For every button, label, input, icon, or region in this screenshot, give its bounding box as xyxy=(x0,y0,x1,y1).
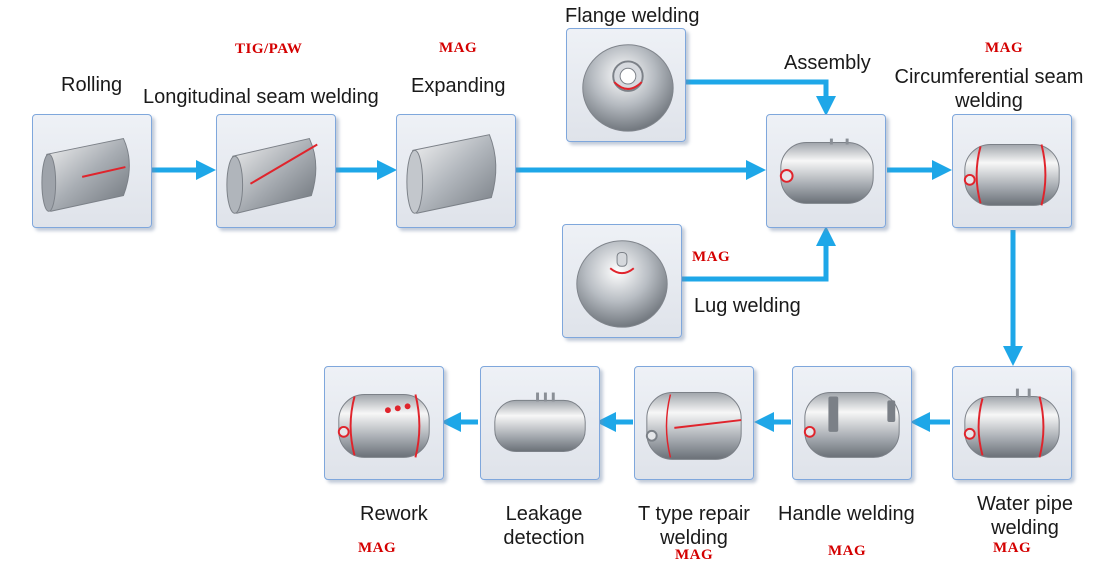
arrow-flange-to-assembly xyxy=(686,79,836,116)
label-leakage-detection: Leakage detection xyxy=(484,502,604,550)
label-lug-welding: Lug welding xyxy=(694,295,801,317)
label-leakage-line1: Leakage xyxy=(505,503,583,525)
rolling-image xyxy=(32,114,152,228)
process-handle: MAG xyxy=(828,543,867,559)
leakage-image xyxy=(480,366,600,480)
process-lug: MAG xyxy=(692,249,731,265)
lug-image xyxy=(562,224,682,338)
water-pipe-image xyxy=(952,366,1072,480)
label-rework: Rework xyxy=(360,503,428,525)
process-expanding: MAG xyxy=(439,40,478,56)
process-circumferential: MAG xyxy=(985,40,1024,56)
longitudinal-image xyxy=(216,114,336,228)
label-circumferential-line1: Circumferential seam xyxy=(894,66,1084,88)
label-rolling: Rolling xyxy=(61,74,123,96)
flange-image xyxy=(566,28,686,142)
label-circumferential-seam-welding: Circumferential seam welding xyxy=(882,65,1096,113)
arrow-lug-to-assembly xyxy=(682,226,836,282)
label-circumferential-line2: welding xyxy=(955,90,1023,112)
process-water-pipe: MAG xyxy=(993,540,1032,556)
expanding-image xyxy=(396,114,516,228)
t-repair-image xyxy=(634,366,754,480)
label-water-pipe-line2: welding xyxy=(991,517,1059,539)
circumferential-image xyxy=(952,114,1072,228)
label-longitudinal-seam-welding: Longitudinal seam welding xyxy=(143,86,379,108)
label-t-repair-line1: T type repair xyxy=(638,503,750,525)
process-rework: MAG xyxy=(358,540,397,556)
label-t-repair-line2: welding xyxy=(660,527,728,549)
label-t-type-repair-welding: T type repair welding xyxy=(622,502,766,550)
rework-image xyxy=(324,366,444,480)
label-leakage-line2: detection xyxy=(503,527,585,549)
label-expanding: Expanding xyxy=(411,75,506,97)
assembly-image xyxy=(766,114,886,228)
label-flange-welding: Flange welding xyxy=(565,5,700,27)
handle-image xyxy=(792,366,912,480)
label-assembly: Assembly xyxy=(784,52,871,74)
label-water-pipe-welding: Water pipe welding xyxy=(950,492,1100,540)
label-handle-welding: Handle welding xyxy=(778,503,915,525)
process-longitudinal: TIG/PAW xyxy=(235,41,303,57)
process-t-repair: MAG xyxy=(675,547,714,563)
label-water-pipe-line1: Water pipe xyxy=(977,493,1073,515)
